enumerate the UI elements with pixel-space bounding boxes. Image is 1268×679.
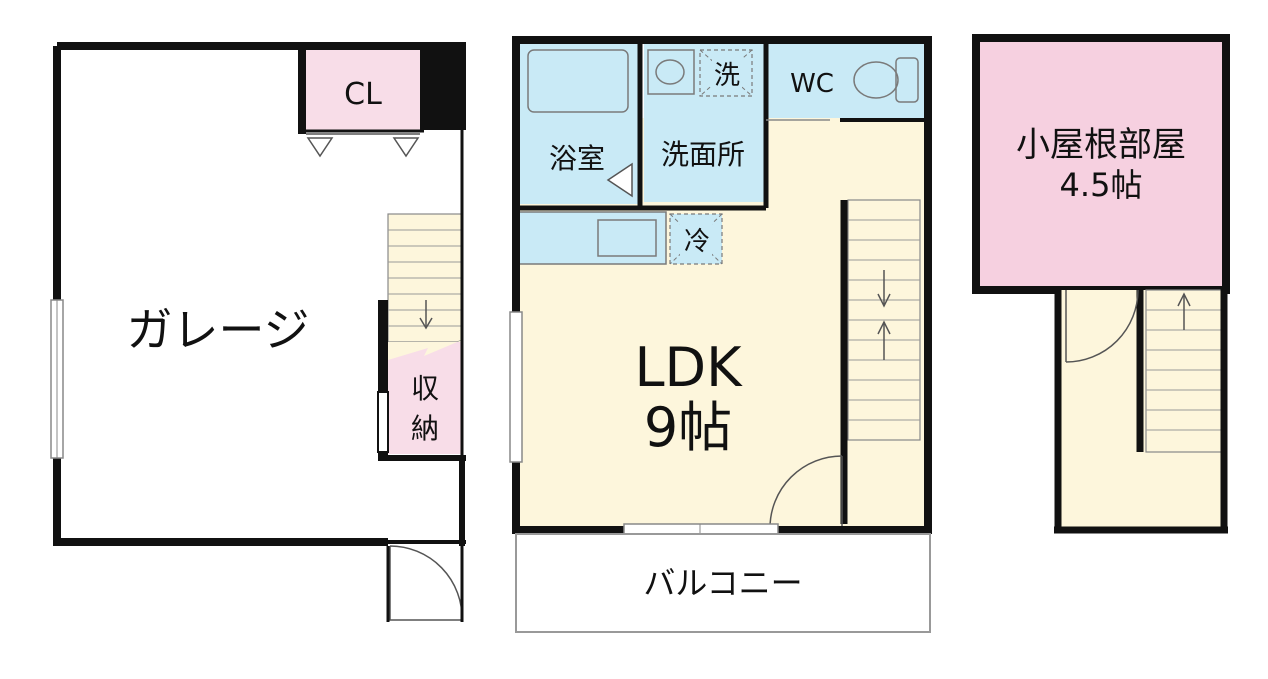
floor-3: 小屋根部屋 4.5帖 bbox=[972, 34, 1230, 534]
bath-label: 浴室 bbox=[549, 142, 605, 175]
storage-area bbox=[388, 342, 462, 454]
attic-size: 4.5帖 bbox=[1060, 166, 1143, 204]
wash-basin bbox=[647, 49, 695, 95]
storage-label-1: 収 bbox=[411, 372, 439, 405]
toilet-bowl bbox=[853, 61, 899, 99]
fridge-label: 冷 bbox=[684, 227, 710, 257]
garage-label: ガレージ bbox=[126, 303, 309, 357]
balcony-label: バルコニー bbox=[643, 564, 802, 602]
bathtub bbox=[527, 49, 629, 113]
closet-door-left[interactable] bbox=[306, 137, 334, 158]
closet-area bbox=[306, 50, 420, 130]
pillar bbox=[420, 46, 466, 130]
balcony-area bbox=[515, 533, 931, 633]
attic-room bbox=[980, 42, 1222, 286]
ldk-side-window bbox=[509, 311, 523, 463]
ldk-size: 9帖 bbox=[644, 396, 732, 459]
washer-label: 洗 bbox=[714, 61, 740, 91]
toilet-tank bbox=[895, 57, 919, 103]
entrance-door[interactable] bbox=[389, 545, 463, 621]
attic-door[interactable] bbox=[1065, 289, 1139, 363]
attic-label: 小屋根部屋 bbox=[1016, 125, 1186, 165]
closet-label: CL bbox=[344, 77, 382, 112]
balcony-window bbox=[623, 523, 779, 535]
washroom-area bbox=[644, 42, 764, 202]
ldk-label: LDK bbox=[634, 336, 743, 399]
washroom-label: 洗面所 bbox=[661, 138, 745, 171]
floor-2: 浴室 洗面所 洗 WC 冷 LDK 9帖 バルコニー bbox=[509, 36, 932, 633]
kitchen-sink bbox=[597, 219, 657, 257]
ldk-door[interactable] bbox=[769, 455, 843, 529]
wc-area bbox=[768, 42, 926, 118]
floor-1: 収 納 CL ガレージ bbox=[50, 42, 466, 622]
wc-label: WC bbox=[790, 69, 834, 99]
bath-door[interactable] bbox=[606, 162, 633, 198]
closet-door-right[interactable] bbox=[392, 137, 420, 158]
storage-label-2: 納 bbox=[411, 412, 439, 445]
